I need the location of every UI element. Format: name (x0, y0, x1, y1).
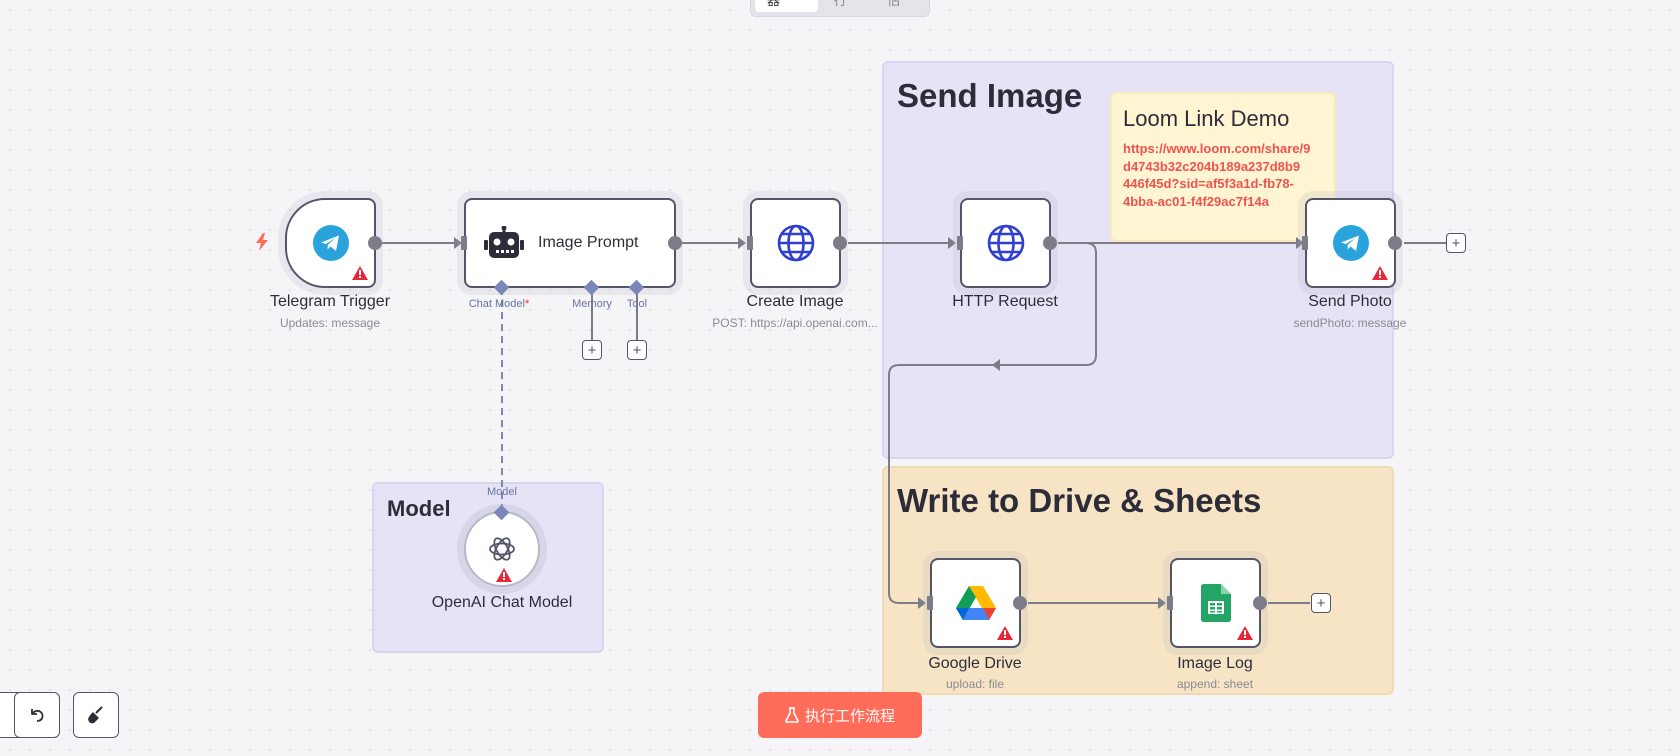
input-port[interactable] (1302, 236, 1308, 250)
add-node-button[interactable]: + (1311, 593, 1331, 613)
tool-port-label: Tool (626, 298, 648, 310)
node-subtitle: POST: https://api.openai.com... (712, 316, 878, 330)
node-create-image[interactable] (750, 198, 841, 288)
sticky-title: Send Image (897, 77, 1083, 114)
add-tool-button[interactable]: + (627, 340, 647, 360)
node-label: Create Image (746, 293, 844, 310)
output-port[interactable] (1388, 236, 1402, 250)
input-port[interactable] (1167, 596, 1173, 610)
node-send-photo[interactable] (1305, 198, 1396, 288)
google-sheets-icon (1200, 584, 1231, 622)
undo-icon (31, 709, 44, 722)
memory-port-label: Memory (572, 298, 612, 310)
output-port[interactable] (1253, 596, 1267, 610)
node-subtitle: append: sheet (1176, 677, 1254, 691)
flask-icon (785, 707, 799, 723)
warning-icon (352, 266, 368, 280)
robot-icon (484, 226, 524, 258)
node-label: OpenAI Chat Model (431, 594, 573, 611)
node-google-drive[interactable] (930, 558, 1021, 648)
node-openai-chat-model[interactable] (464, 511, 540, 587)
sticky-title: Write to Drive & Sheets (897, 482, 1262, 519)
input-port[interactable] (461, 236, 467, 250)
warning-icon (1237, 626, 1253, 640)
telegram-icon (312, 225, 349, 261)
output-port[interactable] (833, 236, 847, 250)
sticky-title: Loom Link Demo (1123, 106, 1290, 131)
execute-workflow-button[interactable]: 执行工作流程 (758, 692, 922, 738)
node-image-log[interactable] (1170, 558, 1261, 648)
tab-editor[interactable]: 编辑器 (755, 0, 818, 12)
node-http-request[interactable] (960, 198, 1051, 288)
globe-icon (987, 224, 1024, 262)
globe-icon (777, 224, 814, 262)
node-label: Telegram Trigger (269, 293, 391, 310)
warning-icon (1372, 266, 1388, 280)
warning-icon (496, 568, 512, 582)
telegram-icon (1332, 225, 1369, 261)
openai-icon (489, 537, 515, 561)
node-label: HTTP Request (952, 293, 1058, 310)
loom-link[interactable]: https://www.loom.com/share/9 d4743b32c20… (1123, 141, 1311, 209)
node-subtitle: sendPhoto: message (1293, 316, 1407, 330)
node-subtitle: Updates: message (279, 316, 381, 330)
undo-button[interactable] (14, 692, 60, 738)
output-port[interactable] (1013, 596, 1027, 610)
execute-workflow-label: 执行工作流程 (804, 707, 895, 725)
node-subtitle: upload: file (945, 677, 1005, 691)
clear-button[interactable] (73, 692, 119, 738)
chat-model-port-label: Chat Model* (468, 298, 530, 310)
input-port[interactable] (957, 236, 963, 250)
warning-icon (997, 626, 1013, 640)
tab-evaluations[interactable]: 评估 (887, 0, 901, 8)
model-port-label: Model (487, 486, 517, 498)
output-port[interactable] (668, 236, 682, 250)
broom-icon (88, 706, 103, 724)
view-tabs: 编辑器 执行 评估 (750, 0, 930, 17)
node-telegram-trigger[interactable] (285, 198, 376, 288)
node-label: Image Log (1177, 655, 1253, 672)
node-label: Send Photo (1308, 293, 1392, 310)
google-drive-icon (955, 586, 996, 620)
add-memory-button[interactable]: + (582, 340, 602, 360)
input-port[interactable] (747, 236, 753, 250)
add-node-button[interactable]: + (1446, 233, 1466, 253)
output-port[interactable] (368, 236, 382, 250)
tab-executions[interactable]: 执行 (833, 0, 847, 8)
node-image-prompt[interactable]: Image Prompt (464, 198, 676, 288)
node-label: Google Drive (928, 655, 1022, 672)
input-port[interactable] (927, 596, 933, 610)
sticky-loom-link[interactable]: Loom Link Demo https://www.loom.com/shar… (1110, 92, 1336, 242)
output-port[interactable] (1043, 236, 1057, 250)
sticky-title: Model (387, 496, 451, 521)
node-label: Image Prompt (538, 234, 639, 251)
trigger-bolt-icon (256, 233, 268, 251)
